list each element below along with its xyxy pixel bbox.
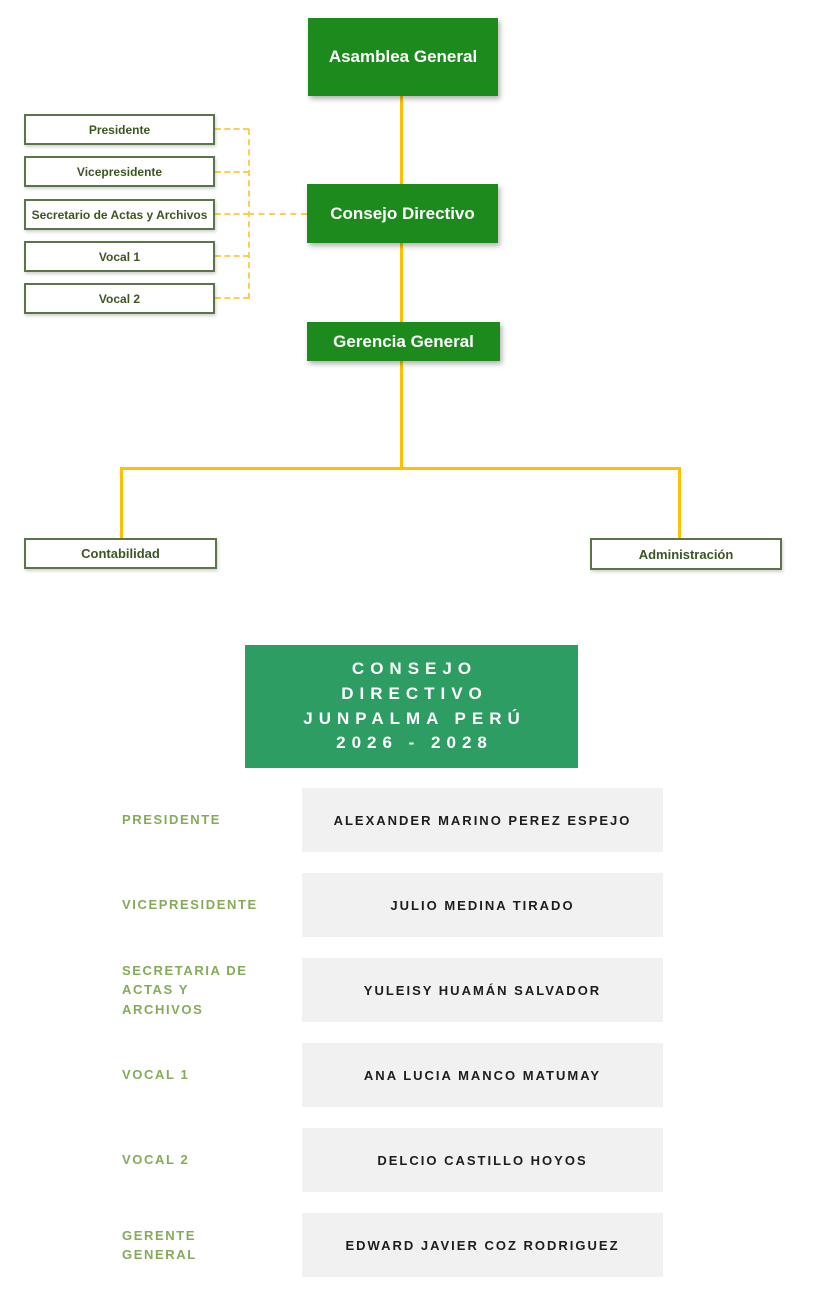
node-asamblea-general-label: Asamblea General bbox=[328, 47, 478, 66]
roster-row-label: PRESIDENTE bbox=[122, 812, 222, 828]
node-gerencia-general: Gerencia General bbox=[307, 322, 500, 361]
roster-row-name: DELCIO CASTILLO HOYOS bbox=[377, 1152, 588, 1168]
roster-row-label: VICEPRESIDENTE bbox=[122, 897, 258, 913]
roster-row-label: GERENTE GENERAL bbox=[122, 1227, 197, 1263]
roster-title-box: CONSEJO DIRECTIVO JUNPALMA PERÚ 2026 - 2… bbox=[245, 645, 578, 768]
node-asamblea-general: Asamblea General bbox=[308, 18, 498, 96]
roster-row-value: DELCIO CASTILLO HOYOS bbox=[302, 1128, 663, 1192]
node-contabilidad-label: Contabilidad bbox=[81, 546, 160, 561]
node-gerencia-general-label: Gerencia General bbox=[333, 331, 474, 351]
member-box-label: Vocal 2 bbox=[98, 291, 141, 306]
connector-gerencia-stem bbox=[400, 361, 403, 470]
dashed-stub-presidente bbox=[215, 128, 249, 130]
dashed-link-to-consejo bbox=[248, 213, 307, 215]
node-contabilidad: Contabilidad bbox=[24, 538, 217, 569]
dashed-stub-vocal-1 bbox=[215, 255, 249, 257]
node-administracion: Administración bbox=[590, 538, 782, 570]
roster-title-line: CONSEJO bbox=[351, 659, 478, 679]
roster-title-line: 2026 - 2028 bbox=[336, 733, 493, 753]
member-box-label: Vicepresidente bbox=[76, 164, 163, 179]
roster-title-line: DIRECTIVO bbox=[341, 683, 488, 703]
member-box-vicepresidente: Vicepresidente bbox=[24, 156, 215, 187]
roster-row-vocal-2: VOCAL 2 DELCIO CASTILLO HOYOS bbox=[122, 1128, 663, 1192]
connector-drop-contabilidad bbox=[120, 467, 123, 538]
roster-row-vocal-1: VOCAL 1 ANA LUCIA MANCO MATUMAY bbox=[122, 1043, 663, 1107]
roster-row-label: VOCAL 1 bbox=[122, 1067, 190, 1083]
roster-row-label: SECRETARIA DE ACTAS Y ARCHIVOS bbox=[122, 962, 248, 1017]
node-administracion-label: Administración bbox=[638, 546, 734, 562]
roster-row-name: ANA LUCIA MANCO MATUMAY bbox=[363, 1067, 602, 1083]
connector-horizontal-bar bbox=[120, 467, 681, 470]
member-box-vocal-1: Vocal 1 bbox=[24, 241, 215, 272]
roster-row-name: ALEXANDER MARINO PEREZ ESPEJO bbox=[333, 812, 632, 828]
member-box-label: Vocal 1 bbox=[98, 249, 141, 264]
member-box-secretario: Secretario de Actas y Archivos bbox=[24, 199, 215, 230]
connector-drop-administracion bbox=[678, 467, 681, 538]
roster-row-name: JULIO MEDINA TIRADO bbox=[390, 897, 575, 913]
roster-row-label: VOCAL 2 bbox=[122, 1152, 190, 1168]
dashed-stub-vicepresidente bbox=[215, 171, 249, 173]
dashed-stub-vocal-2 bbox=[215, 297, 249, 299]
roster-rows: PRESIDENTE ALEXANDER MARINO PEREZ ESPEJO… bbox=[122, 788, 663, 1277]
node-consejo-directivo: Consejo Directivo bbox=[307, 184, 498, 243]
roster-row-vicepresidente: VICEPRESIDENTE JULIO MEDINA TIRADO bbox=[122, 873, 663, 937]
roster-row-value: ANA LUCIA MANCO MATUMAY bbox=[302, 1043, 663, 1107]
member-box-vocal-2: Vocal 2 bbox=[24, 283, 215, 314]
roster-title-line: JUNPALMA PERÚ bbox=[303, 708, 526, 728]
roster-row-secretaria: SECRETARIA DE ACTAS Y ARCHIVOS YULEISY H… bbox=[122, 958, 663, 1022]
roster-row-presidente: PRESIDENTE ALEXANDER MARINO PEREZ ESPEJO bbox=[122, 788, 663, 852]
roster-row-value: JULIO MEDINA TIRADO bbox=[302, 873, 663, 937]
roster-row-value: YULEISY HUAMÁN SALVADOR bbox=[302, 958, 663, 1022]
roster-row-gerente-general: GERENTE GENERAL EDWARD JAVIER COZ RODRIG… bbox=[122, 1213, 663, 1277]
roster-row-value: EDWARD JAVIER COZ RODRIGUEZ bbox=[302, 1213, 663, 1277]
connector-consejo-gerencia bbox=[400, 243, 403, 324]
member-box-presidente: Presidente bbox=[24, 114, 215, 145]
connector-asamblea-consejo bbox=[400, 96, 403, 184]
dashed-stub-secretario bbox=[215, 213, 249, 215]
node-consejo-directivo-label: Consejo Directivo bbox=[330, 203, 475, 223]
member-box-label: Secretario de Actas y Archivos bbox=[31, 207, 208, 222]
roster-row-name: EDWARD JAVIER COZ RODRIGUEZ bbox=[345, 1237, 620, 1253]
roster-row-name: YULEISY HUAMÁN SALVADOR bbox=[363, 982, 602, 998]
roster-row-value: ALEXANDER MARINO PEREZ ESPEJO bbox=[302, 788, 663, 852]
member-box-label: Presidente bbox=[88, 122, 151, 137]
